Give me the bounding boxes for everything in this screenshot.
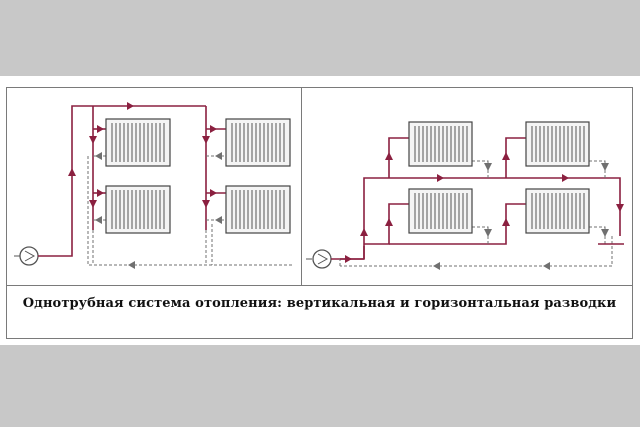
caption-divider <box>7 285 632 286</box>
radiator-left-4 <box>225 185 291 234</box>
return-pipe-2 <box>339 160 613 267</box>
supply-arrows <box>68 102 217 208</box>
panel-divider <box>301 88 302 285</box>
radiator-right-2 <box>525 121 590 167</box>
supply-bottom-2 <box>340 243 624 260</box>
diagram-frame <box>6 87 633 339</box>
diagram-caption: Однотрубная система отопления: вертикаль… <box>22 296 617 311</box>
horizontal-scheme <box>306 121 624 270</box>
radiator-left-3 <box>105 185 171 234</box>
supply-arrows-2 <box>360 152 624 236</box>
vertical-scheme <box>14 102 294 269</box>
supply-bottom-arrow <box>345 255 352 263</box>
return-arrows-2 <box>433 163 609 270</box>
radiator-right-4 <box>525 188 590 234</box>
radiator-left-1 <box>105 118 171 167</box>
pump-icon <box>14 246 39 266</box>
heating-diagram <box>14 102 624 270</box>
diagram-card: Однотрубная система отопления: вертикаль… <box>0 76 640 345</box>
pump-icon-2 <box>306 249 332 269</box>
return-arrows <box>95 152 222 269</box>
radiator-right-1 <box>408 121 473 167</box>
radiator-left-2 <box>225 118 291 167</box>
radiator-right-3 <box>408 188 473 234</box>
